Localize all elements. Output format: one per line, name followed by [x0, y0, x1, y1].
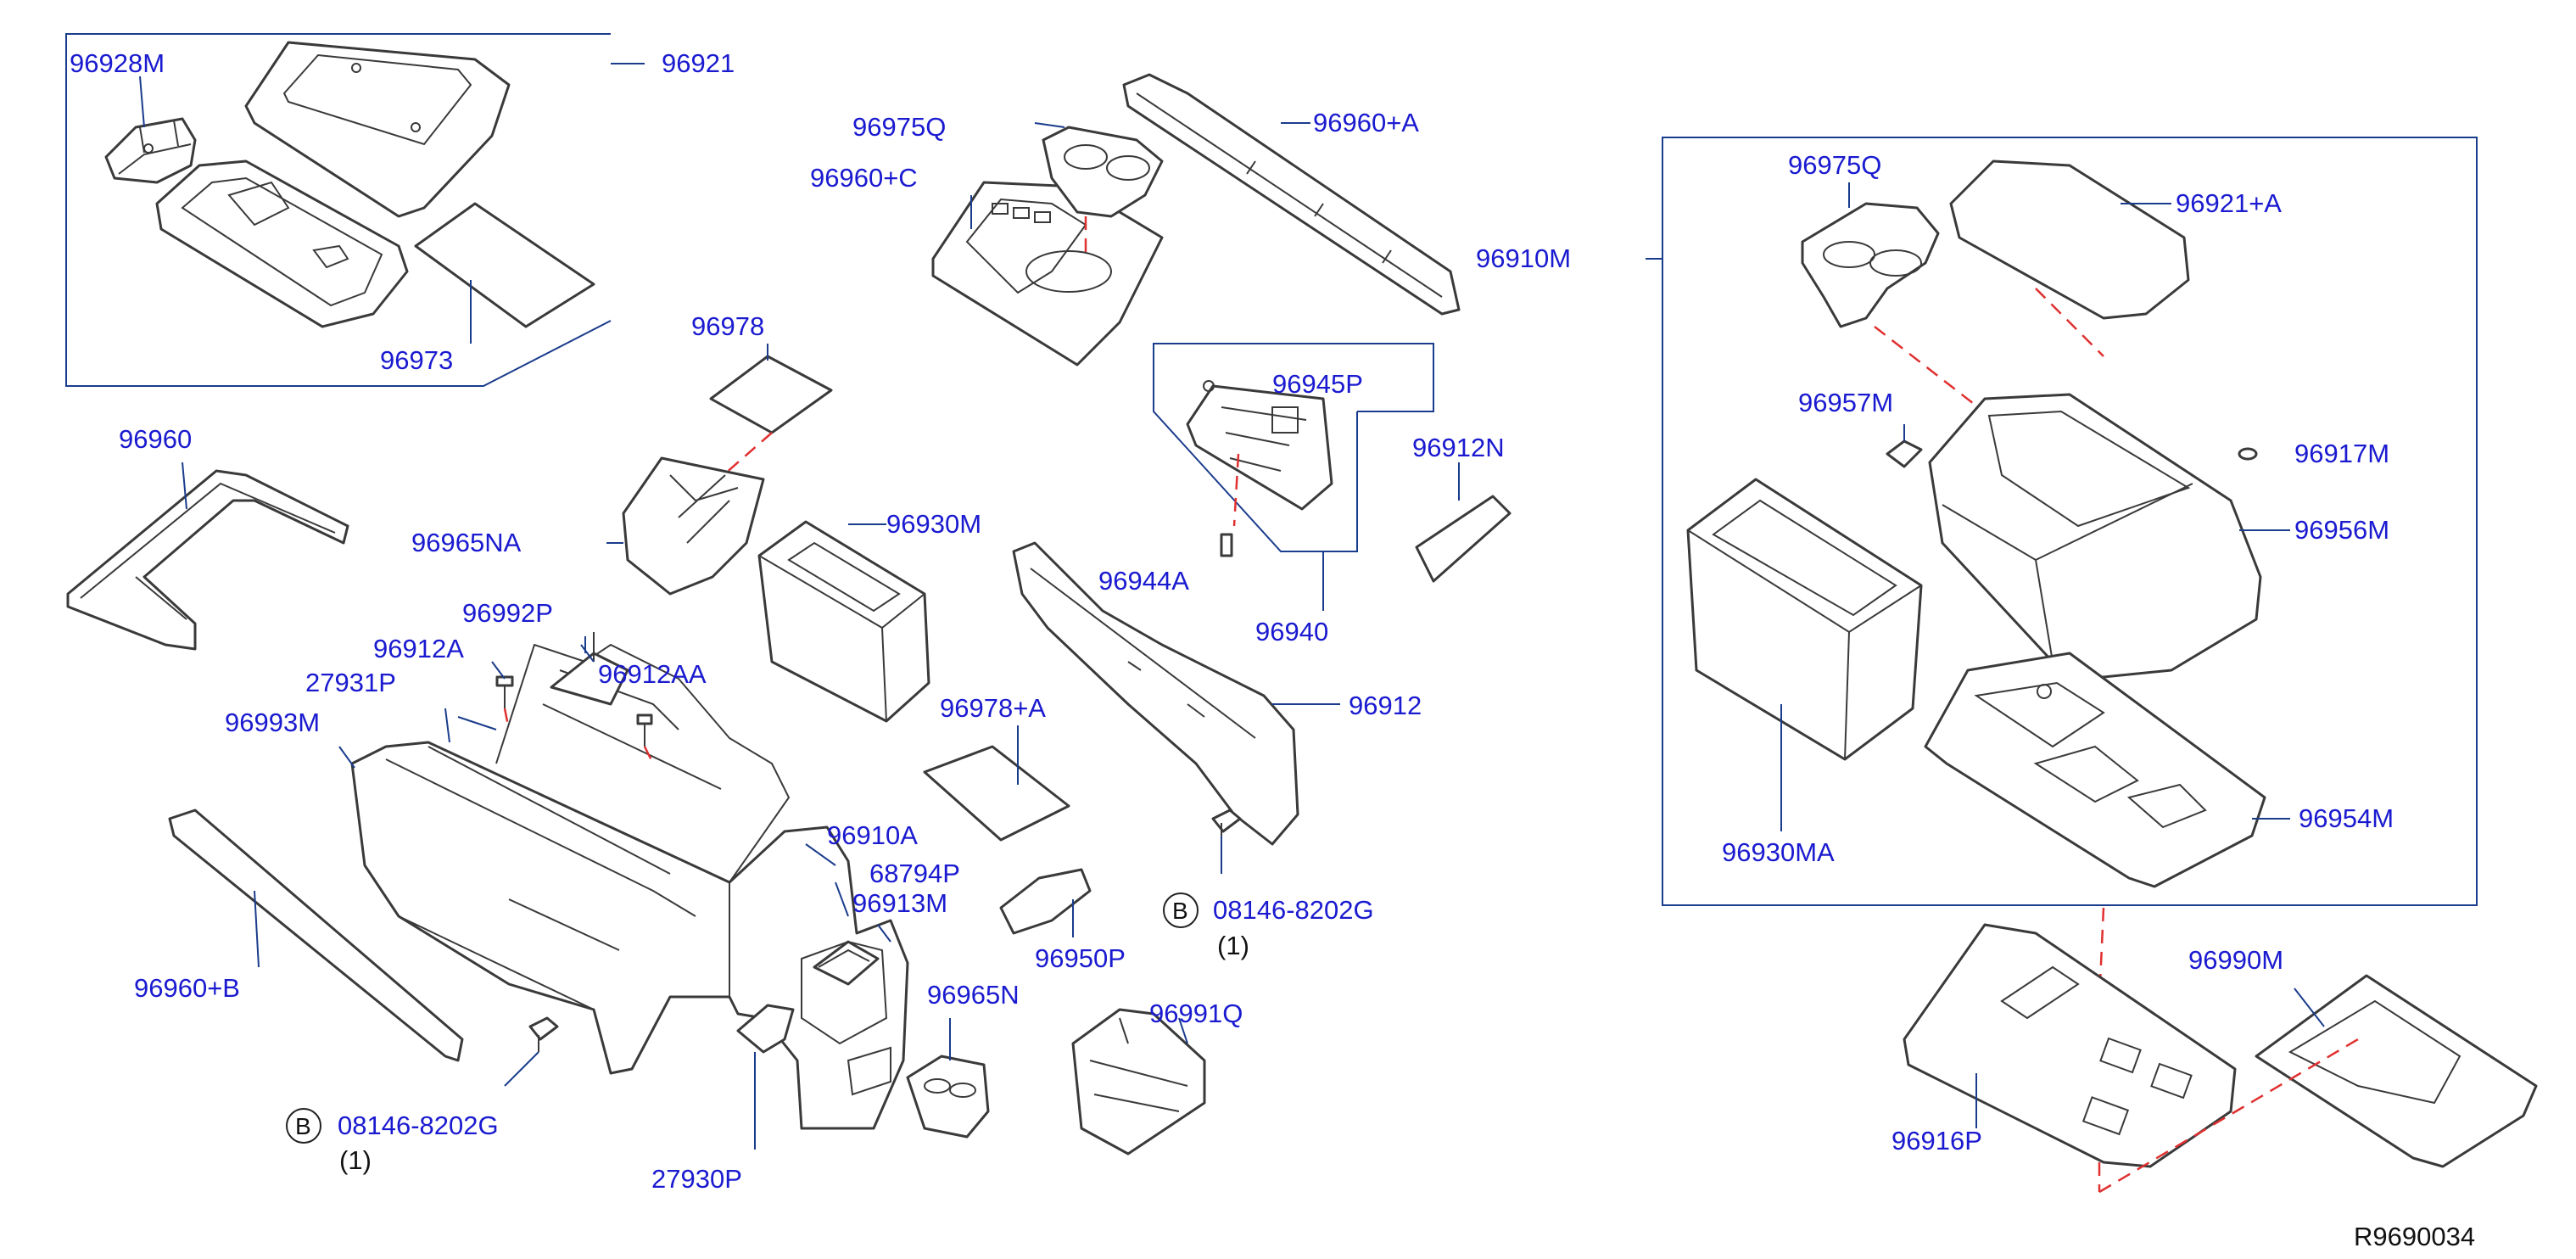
console-box-assembly-group	[1646, 137, 2478, 906]
bolt-symbol-left-letter: B	[295, 1113, 311, 1139]
label-96992P: 96992P	[462, 598, 553, 628]
part-96916P-drawing	[1903, 923, 2237, 1168]
label-96944A: 96944A	[1098, 566, 1189, 596]
bolt-symbol-right	[1163, 892, 1199, 928]
part-96992P-drawing	[495, 675, 514, 708]
label-96913M: 96913M	[852, 888, 947, 918]
label-96950P: 96950P	[1035, 943, 1126, 973]
label-96912: 96912	[1349, 691, 1422, 720]
label-96954M: 96954M	[2299, 803, 2394, 833]
part-96960C-drawing	[931, 181, 1164, 367]
diagram-id: R9690034	[2354, 1222, 2475, 1251]
part-96965NA-drawing	[622, 456, 765, 596]
part-96956M-drawing	[1928, 393, 2262, 680]
part-96960-drawing	[66, 469, 349, 651]
label-96975Q-right: 96975Q	[1788, 150, 1881, 180]
label-08146-left-qty: (1)	[339, 1145, 372, 1175]
part-96975Q-top-drawing	[1042, 126, 1164, 218]
part-96917M-drawing	[2238, 447, 2258, 461]
label-96965NA: 96965NA	[411, 528, 522, 557]
label-96928M: 96928M	[70, 48, 165, 78]
part-96991Q-drawing	[1071, 1008, 1206, 1155]
part-96957M-drawing	[1886, 439, 1923, 468]
part-96921A-drawing	[1949, 159, 2190, 320]
label-27930P: 27930P	[651, 1164, 742, 1194]
label-96990M: 96990M	[2188, 945, 2283, 975]
part-96950P-drawing	[999, 868, 1092, 935]
part-96912A-drawing	[636, 713, 653, 747]
part-96990M-drawing	[2255, 974, 2538, 1168]
label-96960: 96960	[119, 424, 192, 454]
label-96921A: 96921+A	[2176, 188, 2282, 218]
label-96965N: 96965N	[927, 980, 1020, 1010]
label-96910A: 96910A	[827, 820, 918, 850]
part-96978-drawing	[709, 355, 833, 434]
label-96993M: 96993M	[225, 708, 320, 737]
part-96921-drawing	[244, 41, 511, 218]
part-96975Q-right-drawing	[1801, 202, 1940, 328]
label-96978: 96978	[691, 311, 764, 341]
label-96930MA: 96930MA	[1722, 837, 1835, 867]
armrest-lid-group	[65, 33, 645, 387]
label-27931P: 27931P	[305, 668, 396, 697]
label-96910M: 96910M	[1476, 243, 1571, 273]
label-96917M: 96917M	[2294, 439, 2389, 468]
part-96945P-drawing	[1186, 380, 1333, 511]
part-96960A-drawing	[1122, 73, 1461, 316]
part-27930P-drawing	[736, 1004, 795, 1054]
label-96930M: 96930M	[886, 509, 981, 539]
part-96930MA-drawing	[1686, 478, 1923, 761]
label-96991Q: 96991Q	[1149, 999, 1243, 1028]
part-96912-drawing	[1012, 541, 1299, 846]
label-96940: 96940	[1255, 617, 1328, 646]
label-96912AA: 96912AA	[598, 659, 707, 689]
label-96960A: 96960+A	[1313, 108, 1419, 137]
label-96912A: 96912A	[373, 634, 464, 663]
part-96912AA-drawing	[550, 632, 629, 706]
bolt-08146-left-drawing	[528, 1016, 559, 1052]
label-96975Q-top: 96975Q	[852, 112, 946, 142]
label-96912N: 96912N	[1412, 433, 1505, 462]
console-body-drawing	[350, 643, 909, 1130]
bolt-symbol-right-letter: B	[1172, 898, 1188, 924]
part-96973-drawing	[414, 202, 595, 328]
part-96978A-drawing	[923, 745, 1070, 842]
bolt-08146-right-drawing	[1211, 809, 1242, 848]
label-96973: 96973	[380, 345, 453, 375]
label-96978A: 96978+A	[940, 693, 1046, 723]
label-96921: 96921	[662, 48, 735, 78]
label-96960C: 96960+C	[810, 163, 918, 193]
part-96954M-drawing	[1924, 652, 2266, 888]
label-96916P: 96916P	[1891, 1126, 1982, 1155]
part-96930M-drawing	[757, 520, 930, 723]
label-08146-left: 08146-8202G	[338, 1111, 499, 1140]
part-96960B-drawing	[168, 809, 464, 1062]
part-96913M-drawing	[813, 940, 880, 986]
label-08146-right: 08146-8202G	[1213, 895, 1374, 925]
shifter-group	[1153, 343, 1434, 611]
label-96960B: 96960+B	[134, 973, 240, 1003]
bolt-symbol-left	[286, 1108, 321, 1144]
part-96921-tray-drawing	[155, 159, 409, 328]
part-96965N-drawing	[906, 1055, 990, 1139]
label-68794P: 68794P	[869, 859, 960, 888]
part-96944A-drawing	[1220, 533, 1233, 557]
label-96957M: 96957M	[1798, 388, 1893, 417]
label-96945P: 96945P	[1272, 369, 1363, 399]
part-96912N-drawing	[1415, 495, 1512, 583]
label-08146-right-qty: (1)	[1217, 931, 1249, 960]
part-96928M-drawing	[104, 117, 197, 184]
label-96956M: 96956M	[2294, 515, 2389, 545]
